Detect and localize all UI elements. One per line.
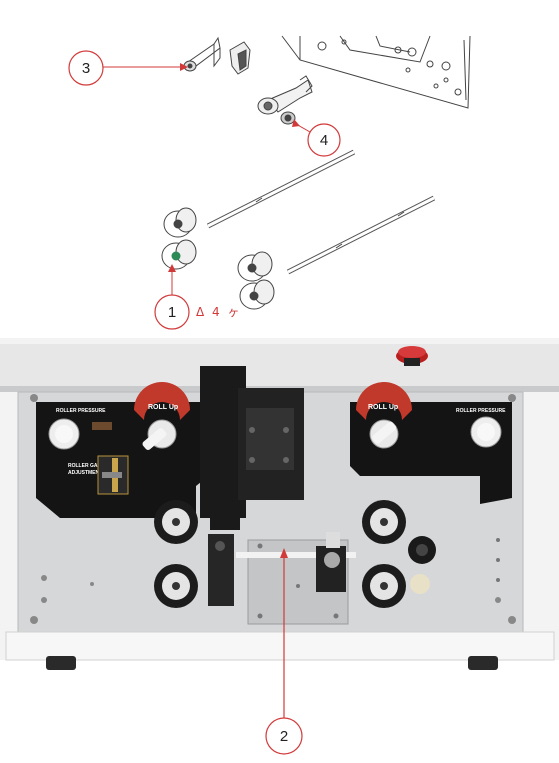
shaft-lower-drawing <box>286 195 436 275</box>
clip-part-drawing <box>229 41 251 75</box>
shaft-upper-drawing <box>206 149 356 229</box>
cutter-head <box>200 366 304 530</box>
callout-2: 2 <box>265 548 303 755</box>
roller-drawing-2 <box>161 239 197 270</box>
roller-pressure-label-left: ROLLER PRESSURE <box>56 408 106 414</box>
housing-plate-drawing <box>281 35 471 109</box>
exploded-parts-diagram <box>161 35 471 310</box>
right-control-panel: ROLL Up ROLLER PRESSURE <box>350 382 512 504</box>
machine-roller-bottom-left <box>154 564 198 608</box>
machine-roller-top-right <box>362 500 406 544</box>
left-control-panel: ROLLER PRESSURE ROLL Up ROLLER GAP ADJUS… <box>36 382 206 518</box>
bracket-part-drawing <box>183 36 221 72</box>
machine-roller-bottom-right <box>362 564 406 608</box>
callout-1-number: 1 <box>168 304 176 321</box>
callout-1: 1 Δ 4 ヶ <box>154 264 241 330</box>
roller-drawing-3 <box>237 251 273 282</box>
machine-roller-top-left <box>154 500 198 544</box>
side-knob <box>408 536 436 594</box>
wire-feeder <box>316 532 346 592</box>
callout-4-number: 4 <box>320 132 328 149</box>
roller-drawing-1 <box>163 207 197 238</box>
roll-up-label-right: ROLL Up <box>368 404 398 411</box>
roll-up-label-left: ROLL Up <box>148 404 178 411</box>
left-mechanism <box>208 534 234 606</box>
roller-pressure-label-right: ROLLER PRESSURE <box>456 408 506 414</box>
machine-base <box>5 631 555 661</box>
emergency-stop-button <box>396 346 428 366</box>
lever-part-drawing <box>257 75 313 125</box>
callout-4: 4 <box>292 119 341 157</box>
callout-2-number: 2 <box>280 728 288 745</box>
roller-gap-label: ROLLER GAP <box>68 463 101 469</box>
quantity-note: Δ 4 ヶ <box>196 305 241 319</box>
roller-drawing-4 <box>239 279 275 310</box>
roller-gap-adjust-label: ADJUSTMENT <box>68 470 102 476</box>
callout-3-number: 3 <box>82 60 90 77</box>
machine-photo: ROLLER PRESSURE ROLL Up ROLLER GAP ADJUS… <box>0 338 559 670</box>
callout-3: 3 <box>68 50 188 86</box>
